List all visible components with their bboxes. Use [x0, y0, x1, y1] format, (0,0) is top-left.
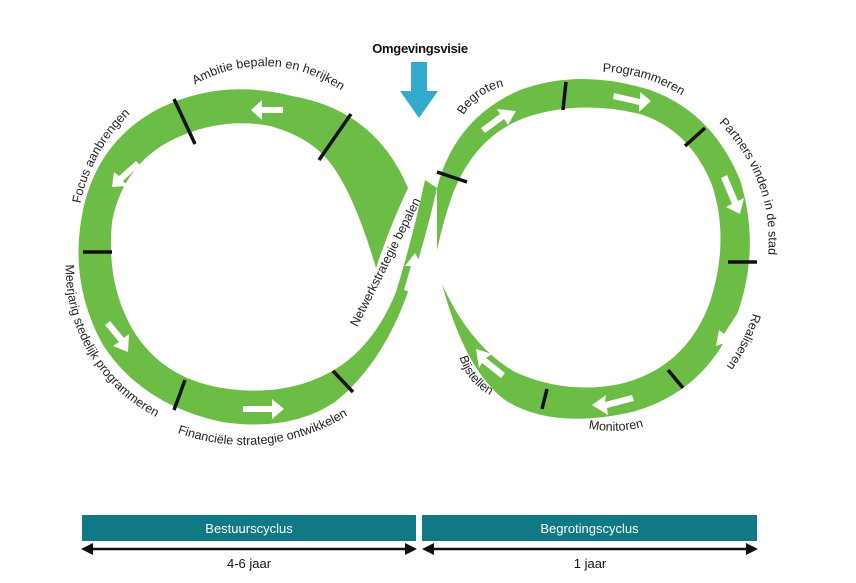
arrow-up-icon	[404, 253, 423, 292]
step-label-ambitie: Ambitie bepalen en herijken	[190, 55, 348, 93]
divider	[317, 113, 353, 161]
arrow-down-left-icon	[716, 314, 742, 346]
divider	[540, 388, 549, 410]
divider	[683, 126, 707, 148]
arrowhead-right-icon	[746, 543, 758, 555]
begrotingscyclus-duration: 1 jaar	[573, 556, 607, 571]
segment-dividers	[83, 81, 757, 411]
top-label: Omgevingsvisie	[372, 41, 468, 56]
green-band	[78, 79, 750, 425]
arrow-down-left-icon	[112, 161, 140, 187]
divider	[436, 170, 468, 184]
divider	[172, 379, 187, 411]
arrow-right-icon	[243, 399, 284, 419]
arrow-up-left-icon	[476, 349, 505, 378]
divider	[666, 368, 685, 390]
duration-arrow-bestuur	[81, 543, 417, 555]
bestuurscyclus-bar: Bestuurscyclus	[82, 515, 416, 541]
bestuurscyclus-duration: 4-6 jaar	[226, 556, 272, 571]
arrow-left-icon	[251, 100, 283, 120]
bestuurscyclus-label: Bestuurscyclus	[205, 520, 293, 536]
divider	[331, 369, 355, 394]
arrow-up-right-icon	[481, 109, 516, 133]
left-loop-band	[78, 89, 437, 425]
begrotingscyclus-label: Begrotingscyclus	[540, 520, 639, 536]
arrow-down-icon	[400, 62, 438, 118]
divider	[172, 98, 197, 145]
duration-arrow-begroting	[422, 543, 758, 555]
arrowhead-right-icon	[405, 543, 417, 555]
arrow-right-icon	[613, 92, 651, 112]
arrow-down-right-icon	[105, 321, 129, 352]
arrow-down-icon	[721, 175, 744, 214]
step-label-monitoren: Monitoren	[588, 416, 644, 434]
begrotingscyclus-bar: Begrotingscyclus	[422, 515, 757, 541]
divider	[561, 81, 568, 111]
arrowhead-left-icon	[422, 543, 434, 555]
arrow-left-icon	[592, 395, 634, 415]
arrowhead-left-icon	[81, 543, 93, 555]
direction-arrows	[105, 92, 744, 419]
